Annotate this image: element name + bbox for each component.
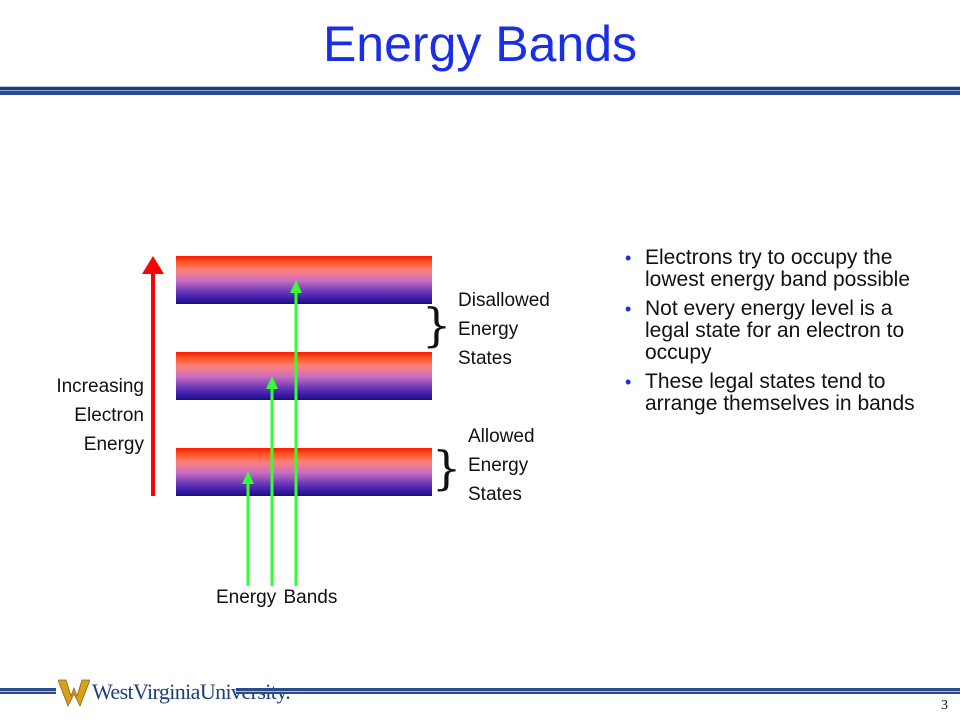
bullet-dot-icon: • xyxy=(625,372,632,392)
footer-divider-left xyxy=(0,688,56,694)
allowed-label-line: Energy xyxy=(468,455,529,476)
allowed-label-line: States xyxy=(468,484,522,505)
slide-title: Energy Bands xyxy=(322,16,638,72)
bullet-text: Electrons try to occupy the lowest energ… xyxy=(645,246,911,291)
disallowed-brace: } xyxy=(422,298,452,352)
bullet-text: These legal states tend to arrange thems… xyxy=(645,370,915,415)
allowed-brace: } xyxy=(432,441,462,495)
disallowed-states-label: Disallowed Energy States xyxy=(458,286,550,373)
bullet-item: • These legal states tend to arrange them… xyxy=(625,371,915,415)
disallowed-label-line: Disallowed xyxy=(458,290,550,311)
page-number: 3 xyxy=(941,698,948,713)
band-arrow-top xyxy=(290,280,302,586)
bullet-item: • Electrons try to occupy the lowest ener… xyxy=(625,247,915,291)
energy-axis-arrow xyxy=(142,256,164,496)
disallowed-label-line: States xyxy=(458,348,512,369)
bullet-dot-icon: • xyxy=(625,248,632,268)
wvu-logo-icon xyxy=(58,679,90,707)
bullet-dot-icon: • xyxy=(625,299,632,319)
energy-axis-label-line: Electron xyxy=(74,405,144,426)
energy-band-top xyxy=(176,256,432,304)
bullet-list: • Electrons try to occupy the lowest ener… xyxy=(625,247,915,422)
bullet-item: • Not every energy level is a legal state… xyxy=(625,298,915,364)
bullet-text: Not every energy level is a legal state … xyxy=(645,297,905,364)
energy-band-bottom xyxy=(176,448,432,496)
energy-band-middle xyxy=(176,352,432,400)
allowed-states-label: Allowed Energy States xyxy=(468,422,535,509)
energy-axis-label-line: Energy xyxy=(83,434,144,455)
disallowed-label-line: Energy xyxy=(458,319,519,340)
energy-axis-label-line: Increasing xyxy=(56,376,144,397)
header-divider xyxy=(0,86,960,95)
allowed-label-line: Allowed xyxy=(468,426,535,447)
energy-bands-caption: Energy Bands xyxy=(216,587,338,608)
footer-divider xyxy=(236,688,960,694)
energy-axis-label: Increasing Electron Energy xyxy=(14,372,144,459)
